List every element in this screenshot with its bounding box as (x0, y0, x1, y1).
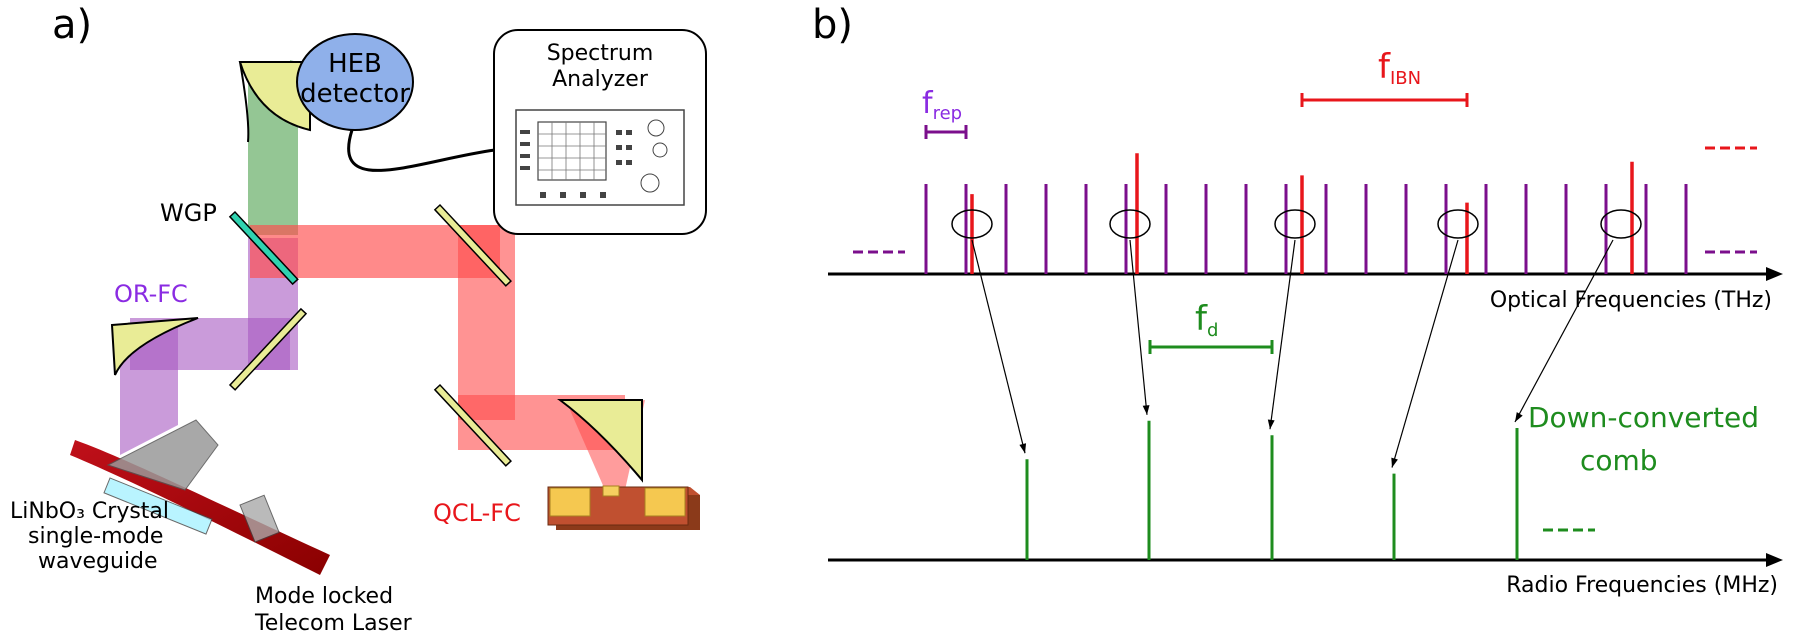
rf-comb (1025, 420, 1519, 560)
panel-b-label: b) (812, 2, 853, 48)
down-conversion-arrowhead (1391, 457, 1398, 468)
flat-mirror-left (228, 307, 308, 391)
linbo3-waveguide (103, 477, 213, 535)
laser-label-2: Telecom Laser (254, 611, 413, 636)
qcl-comb (970, 153, 1634, 274)
qcl-fc-label: QCL-FC (433, 499, 521, 527)
radio-axis-arrow (1766, 553, 1783, 567)
optical-axis-label: Optical Frequencies (THz) (1490, 288, 1772, 313)
down-conversion-arrowhead (1267, 419, 1275, 430)
f-rep-marker (924, 125, 968, 139)
beat-note-marker (951, 209, 993, 239)
laser-label-1: Mode locked (255, 584, 393, 609)
f-rep-label: frep (922, 86, 962, 124)
detector-cable (347, 129, 496, 172)
spectrum-analyzer-label-2: Analyzer (552, 67, 649, 92)
flat-mirror-upper-right (433, 203, 512, 287)
down-conversion-arrow (1391, 239, 1459, 468)
down-conversion-arrowhead (1515, 412, 1523, 422)
wire-grid-polarizer (228, 210, 299, 286)
radio-axis-label: Radio Frequencies (MHz) (1506, 573, 1778, 598)
heb-detector (296, 33, 414, 131)
down-converted-label-1: Down-converted (1528, 401, 1759, 434)
flat-mirror-lower (433, 383, 512, 467)
beat-markers (951, 209, 1642, 468)
spectrum-analyzer-label-1: Spectrum (547, 41, 654, 66)
down-conversion-arrow (1269, 239, 1296, 430)
lens (239, 494, 280, 543)
down-conversion-arrowhead (1019, 443, 1027, 454)
qcl-chip (547, 485, 700, 530)
crystal-prism (106, 419, 219, 491)
parabolic-mirror-right (557, 399, 643, 483)
parabolic-mirror-left (110, 317, 199, 376)
heb-detector-label-1: HEB (328, 49, 382, 79)
optical-comb (924, 184, 1688, 274)
optical-axis-arrow (1766, 267, 1783, 281)
down-conversion-arrow (1129, 239, 1148, 415)
crystal-label-2: single-mode (28, 524, 163, 549)
down-converted-label-2: comb (1580, 444, 1658, 477)
f-d-marker (1148, 340, 1274, 354)
beat-note-marker (1437, 209, 1479, 239)
crystal-label-3: waveguide (38, 549, 158, 574)
wgp-label: WGP (160, 199, 217, 227)
beat-note-marker (1274, 209, 1316, 239)
down-conversion-arrowhead (1142, 405, 1150, 415)
mirrors (110, 61, 643, 483)
down-conversion-arrow (1514, 239, 1614, 423)
panel-a-label: a) (52, 2, 92, 48)
red-beam-horizontal (250, 225, 500, 278)
heb-detector-label-2: detector (300, 79, 410, 109)
beat-note-marker (1109, 209, 1151, 239)
f-ibn-label: fIBN (1378, 47, 1421, 89)
or-fc-label: OR-FC (114, 280, 188, 308)
f-d-label: fd (1195, 299, 1218, 341)
parabolic-mirror-top (238, 61, 311, 132)
f-ibn-marker (1300, 93, 1469, 107)
down-conversion-arrow (971, 239, 1026, 454)
crystal-label-1: LiNbO₃ Crystal (10, 499, 169, 524)
beat-note-marker (1600, 209, 1642, 239)
spectrum-analyzer-icon (515, 109, 685, 206)
